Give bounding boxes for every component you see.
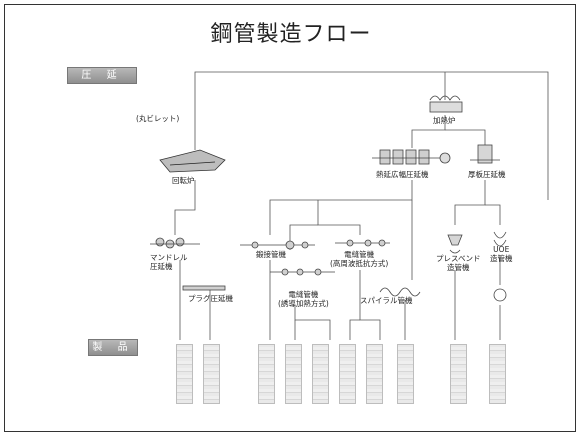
reheating-furnace-icon: [429, 95, 463, 113]
label-rotary-furnace: 回転炉: [172, 176, 195, 185]
product-pipe: [285, 344, 302, 404]
product-pipe: [366, 344, 383, 404]
label-butt-weld: 鍛接管機: [256, 250, 286, 259]
product-pipe: [397, 344, 414, 404]
label-erw: 電縫管機 (高周波抵抗方式): [330, 250, 389, 268]
product-pipe: [176, 344, 193, 404]
plate-mill-icon: [470, 144, 500, 164]
plug-mill-icon: [182, 285, 226, 291]
product-pipe: [258, 344, 275, 404]
label-billet: (丸ビレット): [136, 114, 180, 123]
erw-icon: [335, 239, 390, 247]
page-title: 鋼管製造フロー: [210, 22, 372, 47]
spiral-mill-icon: [379, 287, 421, 297]
hot-strip-mill-icon: [372, 149, 451, 165]
label-spiral: スパイラル管機: [360, 296, 413, 305]
rotary-furnace-icon: [159, 149, 226, 173]
product-pipe: [489, 344, 506, 404]
product-pipe: [339, 344, 356, 404]
label-mandrel-mill: マンドレル 圧延機: [150, 253, 188, 271]
label-hot-strip-mill: 熱延広幅圧延機: [376, 170, 429, 179]
product-pipe: [312, 344, 329, 404]
uoe-icon: [493, 231, 507, 302]
connector-lines: [174, 71, 549, 340]
label-erw-induction: 電縫管機 (誘導加熱方式): [278, 290, 329, 308]
mandrel-mill-icon: [150, 237, 200, 249]
product-pipe: [203, 344, 220, 404]
press-bend-icon: [447, 234, 463, 254]
label-plate-mill: 厚板圧延機: [468, 170, 506, 179]
product-pipe: [450, 344, 467, 404]
section-tag-rolling: 圧 延: [67, 67, 137, 84]
label-press-bend: プレスベンド 造管機: [436, 254, 481, 272]
erw-induction-icon: [270, 268, 335, 276]
butt-weld-icon: [240, 240, 315, 250]
label-reheating-furnace: 加熱炉: [433, 116, 456, 125]
label-plug-mill: プラグ圧延機: [188, 294, 233, 303]
section-tag-products: 製 品: [88, 339, 138, 356]
label-uoe: UOE 造管機: [490, 245, 513, 263]
